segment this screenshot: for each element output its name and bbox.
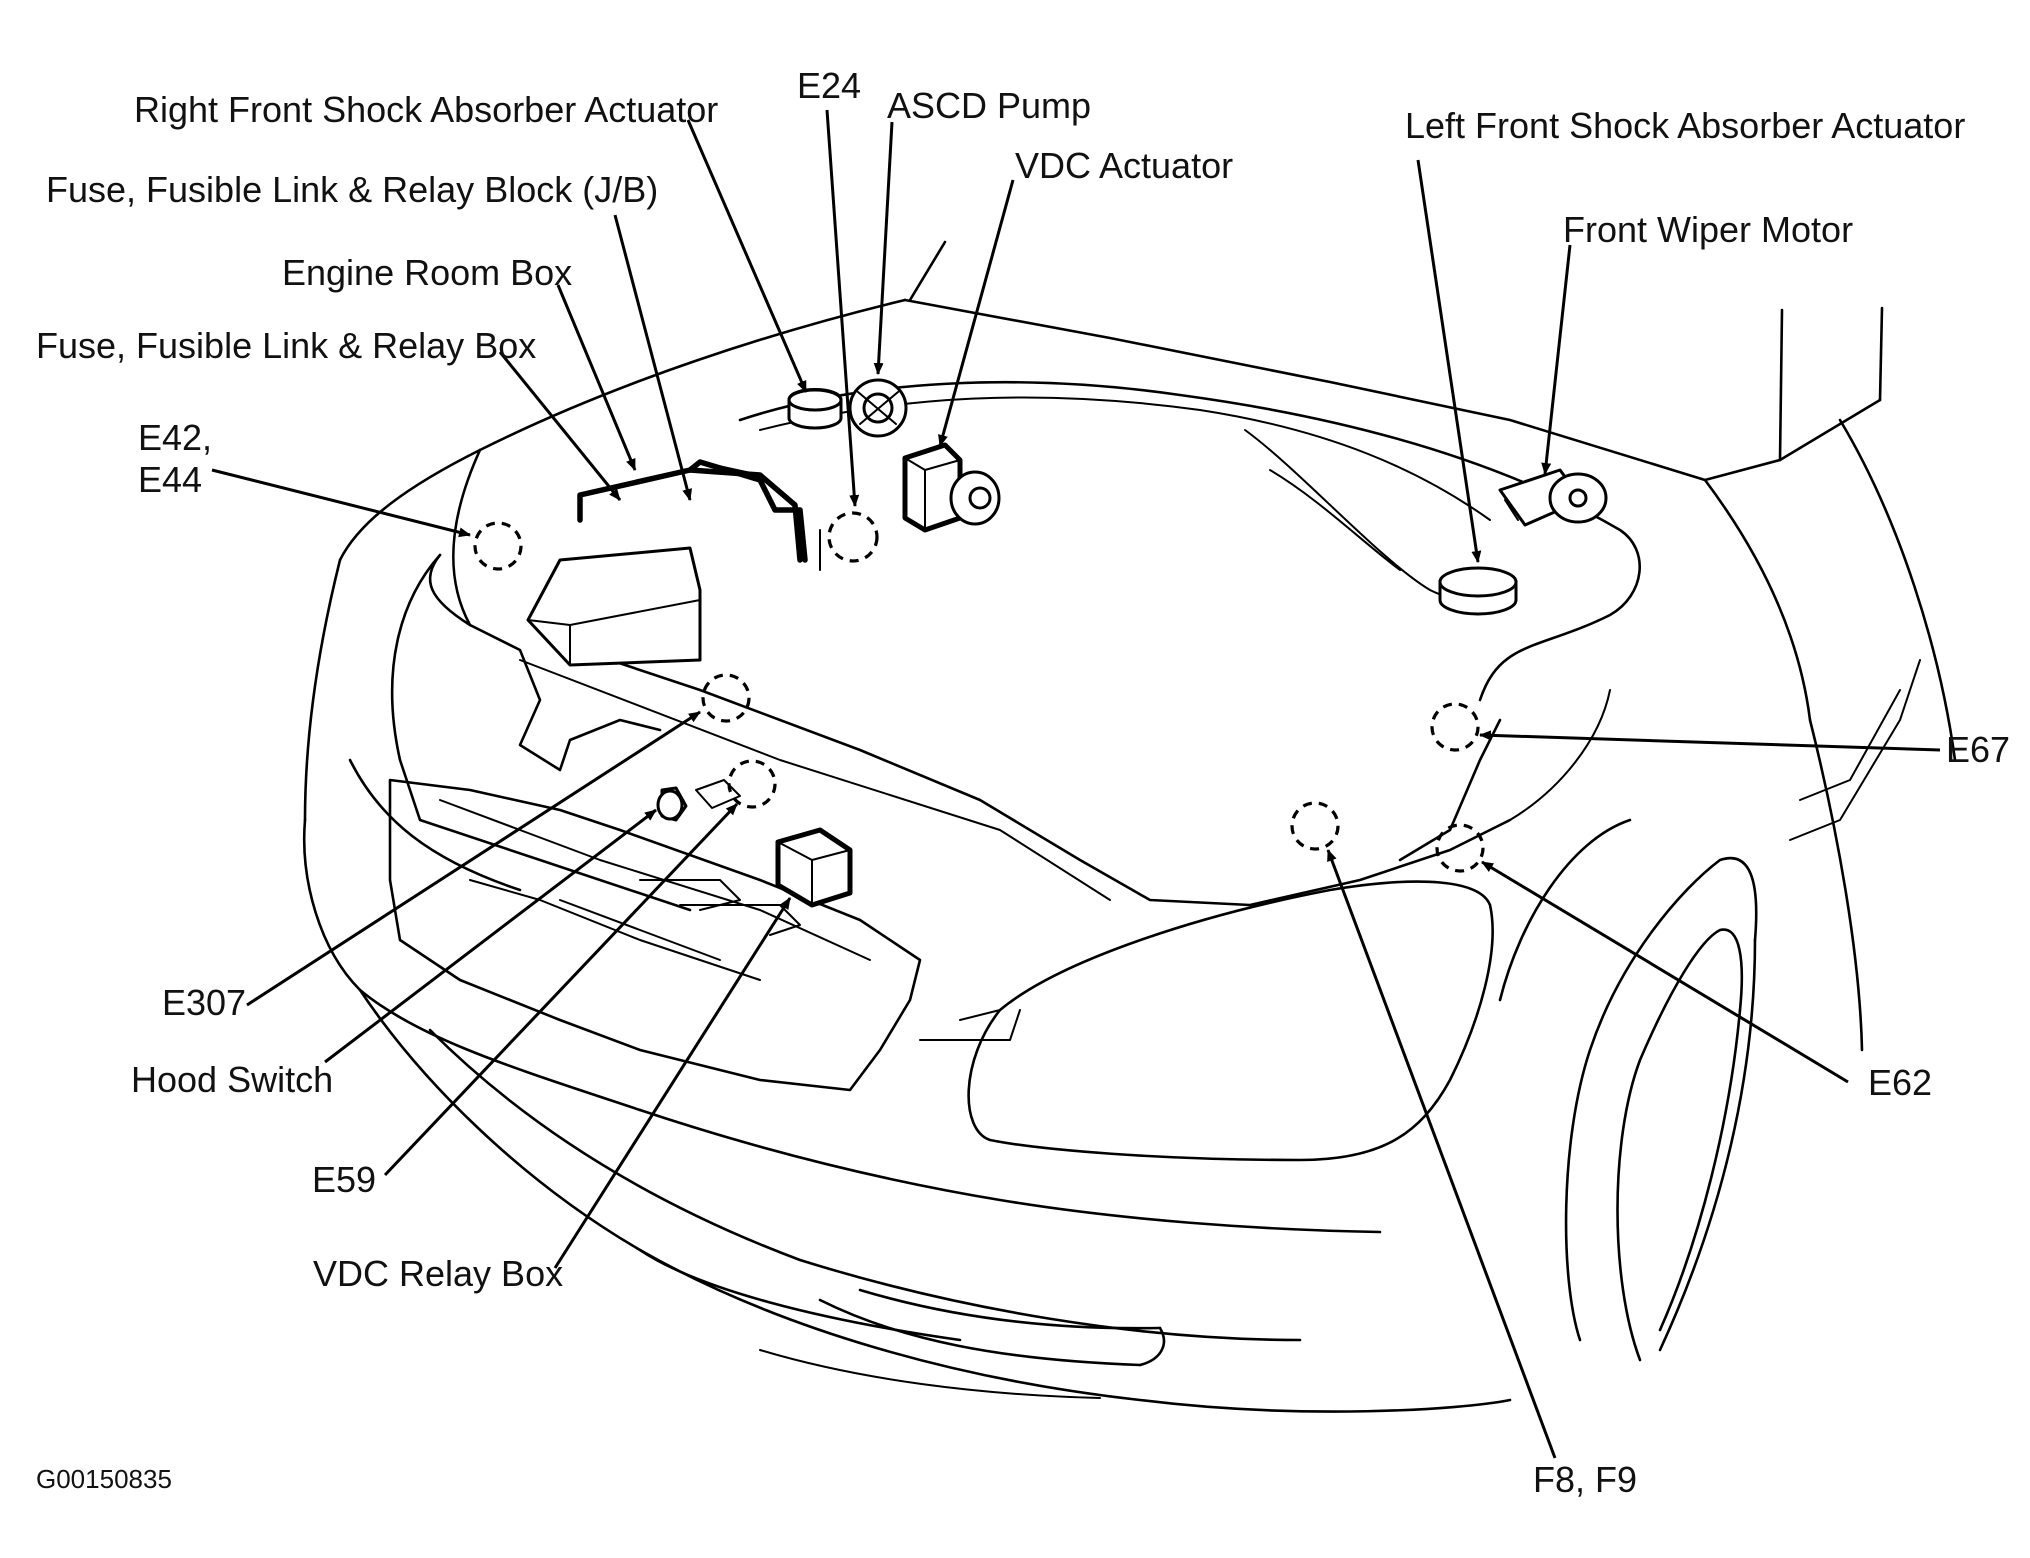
front-wiper-motor-part	[1498, 468, 1608, 527]
connector-e59	[727, 759, 777, 809]
connector-e42-e44	[473, 521, 523, 571]
leader-fuse-relay-box	[498, 351, 622, 501]
label-e59: E59	[312, 1159, 376, 1200]
connector-e62	[1435, 823, 1485, 873]
label-fuse-relay-box: Fuse, Fusible Link & Relay Box	[36, 325, 536, 366]
label-vdc-actuator: VDC Actuator	[1015, 145, 1233, 186]
leader-hood-switch	[324, 808, 657, 1064]
leader-e24	[825, 109, 860, 507]
leader-front-wiper-motor	[1541, 244, 1572, 475]
leader-vdc-actuator	[938, 179, 1015, 447]
label-e42: E42,	[138, 417, 212, 458]
label-front-wiper-motor: Front Wiper Motor	[1563, 209, 1853, 250]
label-ascd-pump: ASCD Pump	[887, 85, 1091, 126]
label-e67: E67	[1946, 729, 2010, 770]
connector-f8-f9	[1290, 801, 1340, 851]
label-fuse-relay-block-jb: Fuse, Fusible Link & Relay Block (J/B)	[46, 169, 658, 210]
leader-e59	[383, 802, 739, 1177]
leader-e42-e44	[211, 468, 471, 538]
label-e24: E24	[797, 65, 861, 106]
label-engine-room-box: Engine Room Box	[282, 252, 572, 293]
right-front-shock-actuator-part	[787, 388, 843, 430]
leader-right-front-shock	[686, 119, 808, 393]
figure-code: G00150835	[36, 1464, 172, 1494]
leader-f8-f9	[1326, 849, 1557, 1459]
leader-lines	[211, 109, 1941, 1459]
connector-e67	[1430, 702, 1480, 752]
left-front-shock-actuator-part	[1438, 566, 1518, 616]
label-left-front-shock: Left Front Shock Absorber Actuator	[1405, 105, 1965, 146]
leader-e67	[1479, 730, 1941, 752]
label-e307: E307	[162, 982, 246, 1023]
vdc-relay-box-part	[775, 827, 853, 908]
hood-switch-part	[656, 786, 688, 822]
leader-vdc-relay-box	[553, 897, 792, 1269]
label-vdc-relay-box: VDC Relay Box	[313, 1253, 563, 1294]
connector-e307	[701, 673, 751, 723]
leader-fuse-relay-block-jb	[613, 214, 693, 501]
component-parts	[526, 378, 1608, 908]
label-right-front-shock: Right Front Shock Absorber Actuator	[134, 89, 718, 130]
ascd-pump-part	[848, 378, 908, 438]
vdc-actuator-part	[902, 442, 1001, 533]
leader-e307	[246, 710, 701, 1007]
leader-ascd-pump	[873, 121, 894, 375]
vehicle-outline	[303, 240, 1957, 1413]
leader-engine-room-box	[556, 284, 637, 471]
callout-labels: Right Front Shock Absorber Actuator E24 …	[36, 65, 2010, 1500]
leader-e62	[1481, 860, 1849, 1084]
label-e44: E44	[138, 459, 202, 500]
connector-markers	[473, 511, 1485, 873]
label-hood-switch: Hood Switch	[131, 1059, 333, 1100]
engine-room-box-part	[526, 546, 702, 667]
leader-left-front-shock	[1416, 159, 1482, 563]
connector-e24	[827, 511, 879, 563]
label-e62: E62	[1868, 1062, 1932, 1103]
label-f8-f9: F8, F9	[1533, 1459, 1637, 1500]
